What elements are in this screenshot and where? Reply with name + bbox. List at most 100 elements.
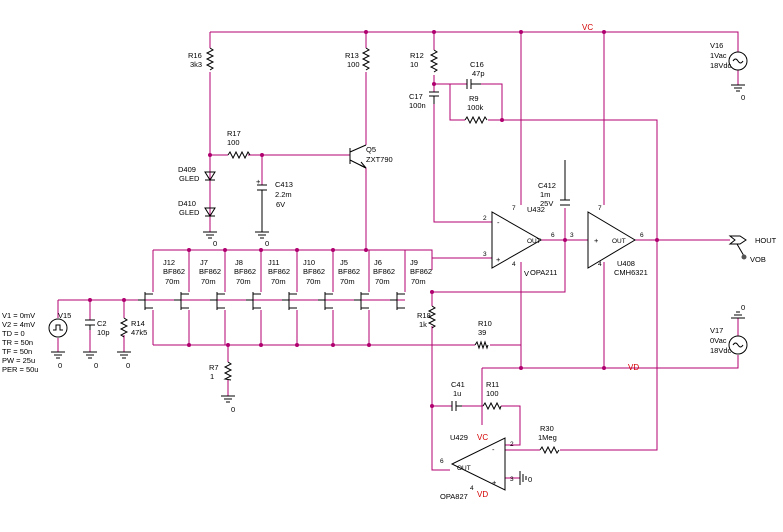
svg-text:HOUT: HOUT xyxy=(755,236,777,245)
svg-text:18Vdc: 18Vdc xyxy=(710,346,732,355)
svg-text:R13: R13 xyxy=(345,51,359,60)
svg-text:100: 100 xyxy=(347,60,360,69)
source-v16: V16 1Vac 18Vdc xyxy=(710,41,748,71)
svg-text:BF862: BF862 xyxy=(268,267,290,276)
pulse-params: V1 = 0mV V2 = 4mV TD = 0 TR = 50n TF = 5… xyxy=(2,311,38,374)
jfet-array: J12 BF862 70m J7 BF862 70m J8 BF862 70m … xyxy=(138,258,432,310)
svg-text:C41: C41 xyxy=(451,380,465,389)
svg-text:TD = 0: TD = 0 xyxy=(2,329,25,338)
net-label-vc: VC xyxy=(582,23,593,32)
svg-text:J7: J7 xyxy=(200,258,208,267)
svg-text:OUT: OUT xyxy=(527,238,541,245)
svg-text:0: 0 xyxy=(58,361,62,370)
svg-text:6: 6 xyxy=(440,458,444,465)
wires xyxy=(57,31,739,479)
svg-text:1k: 1k xyxy=(419,320,427,329)
svg-text:VOB: VOB xyxy=(750,255,766,264)
svg-text:J12: J12 xyxy=(163,258,175,267)
resistor-r17: R17 100 xyxy=(227,129,251,160)
capacitor-c413: + C413 2.2m 6V xyxy=(256,177,293,232)
svg-text:BF862: BF862 xyxy=(303,267,325,276)
svg-text:70m: 70m xyxy=(201,277,216,286)
svg-text:10: 10 xyxy=(410,60,418,69)
svg-text:6V: 6V xyxy=(276,200,285,209)
svg-text:70m: 70m xyxy=(236,277,251,286)
svg-text:BF862: BF862 xyxy=(373,267,395,276)
svg-text:0: 0 xyxy=(213,239,217,248)
resistor-r7: R7 1 xyxy=(209,361,233,381)
svg-text:VC: VC xyxy=(477,433,488,442)
svg-text:V2 = 4mV: V2 = 4mV xyxy=(2,320,35,329)
svg-text:TF = 50n: TF = 50n xyxy=(2,347,32,356)
svg-text:0: 0 xyxy=(231,405,235,414)
svg-text:2.2m: 2.2m xyxy=(275,190,292,199)
svg-text:0: 0 xyxy=(126,361,130,370)
svg-text:1m: 1m xyxy=(540,190,550,199)
svg-text:V1 = 0mV: V1 = 0mV xyxy=(2,311,35,320)
svg-text:4: 4 xyxy=(512,261,516,268)
svg-text:VD: VD xyxy=(477,490,488,499)
svg-text:C2: C2 xyxy=(97,319,107,328)
svg-text:V15: V15 xyxy=(58,311,71,320)
svg-text:70m: 70m xyxy=(340,277,355,286)
resistor-r14: R14 47k5 xyxy=(119,317,147,338)
svg-text:10p: 10p xyxy=(97,328,110,337)
svg-text:OPA827: OPA827 xyxy=(440,492,468,501)
jfet-j11: J11 BF862 70m xyxy=(246,258,290,310)
svg-text:3k3: 3k3 xyxy=(190,60,202,69)
svg-text:1: 1 xyxy=(210,372,214,381)
jfet-j10: J10 BF862 70m xyxy=(282,258,325,310)
svg-text:1Vac: 1Vac xyxy=(710,51,727,60)
svg-text:0Vac: 0Vac xyxy=(710,336,727,345)
svg-text:4: 4 xyxy=(598,261,602,268)
svg-text:R16: R16 xyxy=(188,51,202,60)
junction-dots xyxy=(88,30,659,408)
capacitor-c41: C41 1u xyxy=(451,380,465,411)
svg-text:70m: 70m xyxy=(306,277,321,286)
resistor-r30: R30 1Meg xyxy=(538,424,560,455)
svg-text:OUT: OUT xyxy=(612,238,626,245)
svg-text:V16: V16 xyxy=(710,41,723,50)
svg-text:J11: J11 xyxy=(268,258,280,267)
transistor-q5: Q5 ZXT790 xyxy=(349,144,393,169)
svg-text:7: 7 xyxy=(512,205,516,212)
svg-text:47p: 47p xyxy=(472,69,485,78)
resistor-r18: R18 1k xyxy=(417,305,437,329)
jfet-j9: J9 BF862 70m xyxy=(390,258,432,310)
svg-text:U408: U408 xyxy=(617,259,635,268)
svg-text:V: V xyxy=(524,269,529,278)
svg-text:CMH6321: CMH6321 xyxy=(614,268,648,277)
svg-text:BF862: BF862 xyxy=(338,267,360,276)
opamp-u429: - + OUT 2 3 6 4 U429 VC VD OPA827 xyxy=(440,433,514,501)
resistor-r10: R10 39 xyxy=(474,319,492,350)
svg-text:0: 0 xyxy=(741,303,745,312)
opamp-u432: - + OUT 2 3 7 4 6 U432 V OPA211 xyxy=(483,205,557,278)
svg-text:R10: R10 xyxy=(478,319,492,328)
svg-text:PW = 25u: PW = 25u xyxy=(2,356,35,365)
svg-text:R7: R7 xyxy=(209,363,219,372)
svg-text:6: 6 xyxy=(551,232,555,239)
svg-text:1u: 1u xyxy=(453,389,461,398)
svg-text:0: 0 xyxy=(528,475,532,484)
capacitor-c16: C16 47p xyxy=(466,60,485,89)
opamp-u408: + OUT 3 7 4 6 U408 CMH6321 xyxy=(570,205,648,277)
svg-text:-: - xyxy=(492,445,495,454)
resistor-r9: R9 100k xyxy=(464,94,488,125)
svg-text:OPA211: OPA211 xyxy=(530,268,557,277)
resistor-r16: R16 3k3 xyxy=(188,47,215,71)
svg-text:U432: U432 xyxy=(527,205,545,214)
svg-text:R17: R17 xyxy=(227,129,241,138)
svg-text:0: 0 xyxy=(741,93,745,102)
svg-text:0: 0 xyxy=(265,239,269,248)
svg-text:C413: C413 xyxy=(275,180,293,189)
svg-text:2: 2 xyxy=(510,441,514,448)
svg-text:100: 100 xyxy=(486,389,499,398)
svg-text:J9: J9 xyxy=(410,258,418,267)
svg-text:J5: J5 xyxy=(340,258,348,267)
svg-text:BF862: BF862 xyxy=(199,267,221,276)
svg-text:ZXT790: ZXT790 xyxy=(366,155,393,164)
jfet-j8: J8 BF862 70m xyxy=(210,258,256,310)
svg-text:C16: C16 xyxy=(470,60,484,69)
diode-d409: D409 GLED xyxy=(178,165,216,183)
